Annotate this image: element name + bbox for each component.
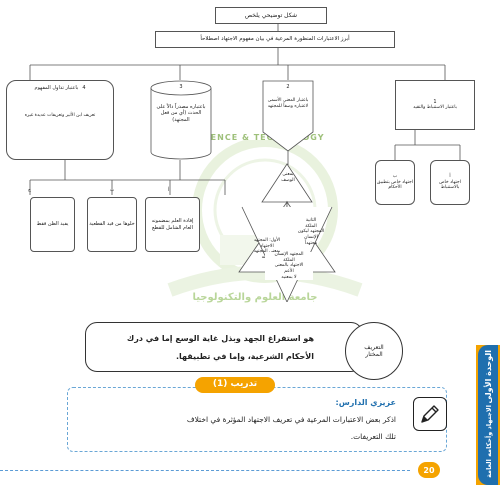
branch-3-label: باعتباره مصدراً دالاً على الحدث (أي من ف… [156, 104, 206, 123]
definition-label-circle: التعريف المختار [345, 322, 403, 380]
diagram-title: شكل توضيحي يلخص [244, 11, 298, 19]
exercise-line-2: تلك التعريفات. [350, 432, 396, 441]
triangle-bottom-line-4: الأعم [284, 268, 294, 274]
triangle-left-line-1: الأول: المجتهد [253, 238, 281, 243]
diagram-title-box: شكل توضيحي يلخص [215, 7, 327, 24]
row-box-c-text: يفيد الظن فقط [36, 221, 69, 228]
sidebar-subject-label: الاجتهاد وأحكامه العامة [485, 405, 493, 478]
branch-1-box: 1 باعتبار الاستنباط والتقيد [395, 80, 475, 130]
branch-3-cylinder: 3 باعتباره مصدراً دالاً على الحدث (أي من… [150, 80, 212, 160]
branch-1-label: باعتبار الاستنباط والتقيد [413, 105, 457, 111]
branch-2-number: 2 [286, 84, 290, 90]
definition-line-1: هو استفراغ الجهد وبذل غاية الوسع إما في … [126, 334, 314, 343]
sub-a-text: اجتهاد خاص بالاستنباط [439, 179, 461, 191]
triangle-bottom-text: المجتهد الإنسان الملكة الاجتهاد بالمعنى … [265, 252, 313, 281]
triangle-left-line-2: الاجتهاد [260, 243, 274, 249]
watermark-latin-text: OF SCIENCE & TECHNOLOGY [175, 133, 325, 142]
sub-a-letter: أ [449, 174, 451, 180]
triangle-right-line-3: المجتهد ليكون [297, 229, 325, 235]
watermark-arabic-text: جامعة العلوم والتكنولوجيا [192, 292, 318, 303]
row-box-b: خلوها من قيد القطعية [87, 197, 137, 252]
branch-1-number: 1 [433, 99, 437, 106]
row-box-a-text: إفادة العلم بمضمونه العام الشامل للقطع [151, 218, 194, 231]
pen-icon-box [413, 397, 447, 431]
row-box-b-text: خلوها من قيد القطعية [89, 221, 135, 228]
triangle-right-line-5: مجتهداً [304, 240, 318, 246]
triangle-top-text: بمعنى الوصف [272, 172, 304, 183]
definition-line-2: الأحكام الشرعية، وإما في تطبيقها. [175, 352, 314, 361]
sub-a-box: أ اجتهاد خاص بالاستنباط [430, 160, 470, 205]
triangle-right-text: الثانية الملكة المجتهد ليكون الإنسان مجت… [291, 218, 331, 246]
pen-icon [421, 405, 439, 423]
page-number: 20 [418, 462, 440, 478]
triangle-right-line-2: الملكة [305, 223, 317, 229]
diagram-subtitle-box: أبرز الاعتبارات المنظورة المرعية في بيان… [155, 31, 395, 48]
branch-2-pentagon: 2 باعتبار المعنى الأسمى لاعتباره وصفاً ل… [262, 80, 314, 152]
branch-4-number: 4 [82, 85, 86, 91]
branch-4-note: تعريف ابن الأثير وتعريفات عديدة غيره [24, 113, 96, 119]
triangle-bottom-line-2: الملكة [283, 257, 295, 263]
row-letter-b: ب [110, 188, 115, 193]
sidebar-unit-label: الوحدة الأولى [484, 350, 493, 404]
definition-label-line-1: التعريف [364, 343, 384, 351]
exercise-line-1: اذكر بعض الاعتبارات المرعية في تعريف الا… [186, 415, 396, 424]
definition-label-line-2: المختار [365, 351, 383, 358]
row-letter-a: أ [168, 188, 170, 193]
exercise-heading: عزيزي الدارس: [335, 398, 397, 407]
triangle-top-line-1: بمعنى [282, 172, 294, 177]
exercise-box: عزيزي الدارس: اذكر بعض الاعتبارات المرعي… [67, 387, 447, 452]
row-box-a: إفادة العلم بمضمونه العام الشامل للقطع [145, 197, 200, 252]
sidebar-unit-tab [478, 345, 498, 485]
triangle-bottom-line-1: المجتهد الإنسان [274, 252, 304, 257]
triangle-bottom-line-3: الاجتهاد بالمعنى [274, 263, 304, 269]
branch-3-number: 3 [179, 84, 183, 90]
branch-4-box: 4 باعتبار تداول المفهوم تعريف ابن الأثير… [6, 80, 114, 160]
triangle-right-line-1: الثانية [305, 218, 317, 223]
row-box-c: يفيد الظن فقط [30, 197, 75, 252]
footer-divider [0, 470, 410, 471]
branch-4-label: باعتبار تداول المفهوم [34, 85, 79, 91]
exercise-banner: تدريب (1) [195, 377, 275, 393]
diagram-subtitle: أبرز الاعتبارات المنظورة المرعية في بيان… [200, 36, 350, 43]
sub-b-box: ب اجتهاد خاص بتطبيق الأحكام [375, 160, 415, 205]
triangle-right-line-4: الإنسان [304, 234, 318, 240]
row-letter-c: ج [28, 188, 31, 193]
definition-box: هو استفراغ الجهد وبذل غاية الوسع إما في … [85, 322, 363, 372]
sub-b-text: اجتهاد خاص بتطبيق الأحكام [376, 179, 414, 191]
triangle-left-line-3: بمعنى المجتهد [253, 249, 281, 255]
sub-b-letter: ب [392, 174, 398, 180]
triangle-bottom-line-5: لا بمعنيه [281, 274, 297, 280]
triangle-top-line-2: الوصف [281, 177, 295, 183]
branch-2-label: باعتبار المعنى الأسمى لاعتباره وصفاً للم… [267, 98, 309, 109]
